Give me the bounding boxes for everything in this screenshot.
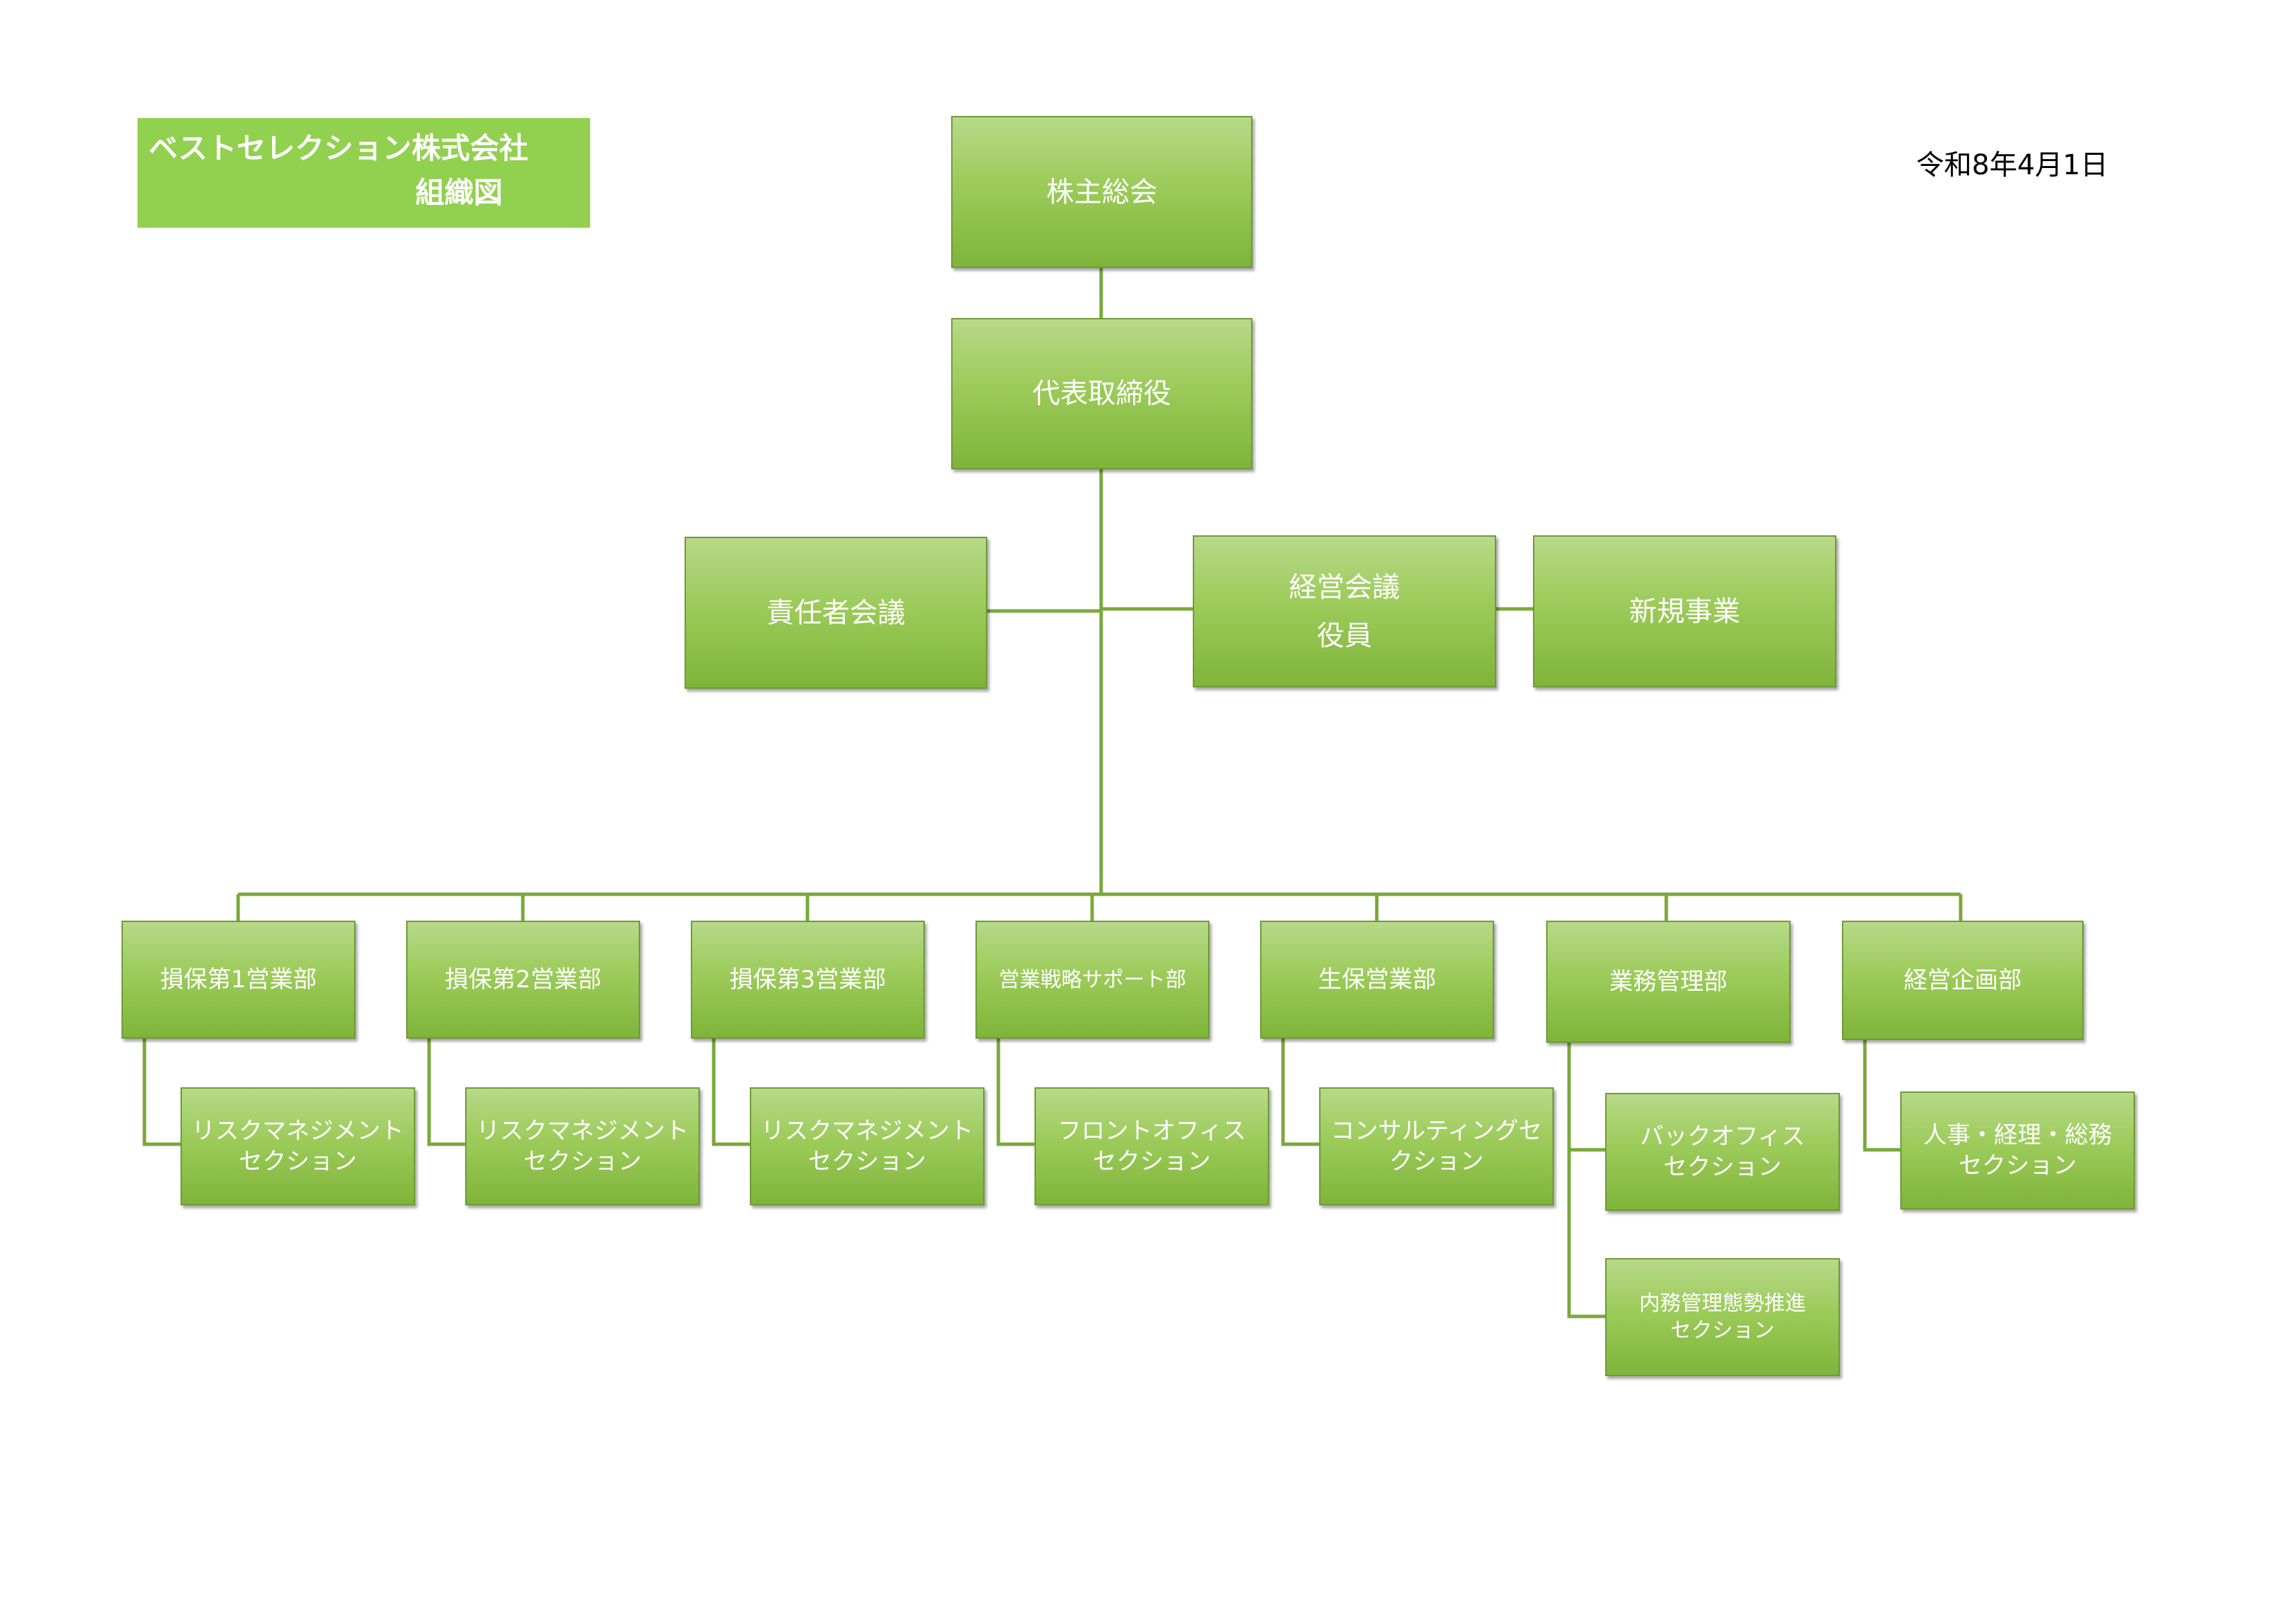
management-meeting-node[interactable]: 経営会議 役員 — [1193, 535, 1496, 687]
dept-life-sales-node[interactable]: 生保営業部 — [1260, 921, 1494, 1039]
node-label-line2: セクション — [808, 1148, 926, 1175]
dept-nonlife-1-node[interactable]: 損保第1営業部 — [121, 921, 355, 1039]
node-label: 新規事業 — [1629, 595, 1741, 628]
node-label: 株主総会 — [1046, 176, 1157, 208]
node-label-line1: リスクマネジメント — [476, 1116, 689, 1145]
section-front-office-node[interactable]: フロントオフィス セクション — [1034, 1087, 1269, 1205]
section-back-office-node[interactable]: バックオフィス セクション — [1605, 1093, 1840, 1211]
connector — [142, 1039, 181, 1146]
node-label: 営業戦略サポート部 — [998, 967, 1187, 992]
node-label-line1: フロントオフィス — [1057, 1116, 1246, 1145]
connector — [1567, 1043, 1605, 1319]
node-label: 損保第3営業部 — [729, 965, 887, 994]
section-risk-2-node[interactable]: リスクマネジメント セクション — [465, 1087, 700, 1205]
section-risk-1-node[interactable]: リスクマネジメント セクション — [181, 1087, 415, 1205]
ceo-node[interactable]: 代表取締役 — [951, 318, 1252, 469]
connector — [996, 1039, 1034, 1146]
dept-operations-node[interactable]: 業務管理部 — [1546, 921, 1791, 1043]
responsible-meeting-node[interactable]: 責任者会議 — [685, 537, 987, 689]
node-label-line1: リスクマネジメント — [761, 1116, 973, 1145]
node-label-line1: 内務管理態勢推進 — [1639, 1291, 1806, 1316]
date-label: 令和8年4月1日 — [1916, 149, 2109, 181]
company-title-box: ベストセレクション株式会社 組織図 — [137, 118, 590, 228]
section-risk-3-node[interactable]: リスクマネジメント セクション — [750, 1087, 984, 1205]
chart-title: 組織図 — [415, 176, 503, 210]
node-label-line2: セクション — [523, 1148, 642, 1175]
connector — [1863, 1040, 1900, 1152]
dept-nonlife-3-node[interactable]: 損保第3営業部 — [691, 921, 925, 1039]
dept-corporate-planning-node[interactable]: 経営企画部 — [1842, 921, 2084, 1040]
connector — [712, 1039, 750, 1146]
node-label: 責任者会議 — [766, 596, 905, 629]
node-label: 損保第2営業部 — [444, 965, 602, 994]
new-business-node[interactable]: 新規事業 — [1533, 535, 1836, 687]
node-label: 業務管理部 — [1609, 967, 1727, 996]
section-internal-control-node[interactable]: 内務管理態勢推進 セクション — [1605, 1258, 1840, 1376]
node-label-line2: セクション — [1670, 1319, 1775, 1343]
node-label: 生保営業部 — [1318, 965, 1436, 994]
shareholders-meeting-node[interactable]: 株主総会 — [951, 116, 1252, 268]
company-name: ベストセレクション株式会社 — [149, 131, 528, 165]
node-label-line2: 役員 — [1316, 619, 1373, 652]
section-consulting-node[interactable]: コンサルティングセ クション — [1319, 1087, 1554, 1205]
node-label-line1: バックオフィス — [1640, 1122, 1805, 1150]
node-label-line1: リスクマネジメント — [192, 1116, 404, 1145]
node-label-line2: セクション — [1664, 1153, 1782, 1181]
node-label-line2: クション — [1389, 1148, 1484, 1175]
connector — [1281, 1039, 1319, 1146]
dept-nonlife-2-node[interactable]: 損保第2営業部 — [406, 921, 640, 1039]
connector — [427, 1039, 465, 1146]
node-label-line1: 経営会議 — [1289, 571, 1400, 603]
node-label: 経営企画部 — [1904, 966, 2022, 994]
node-label: 代表取締役 — [1032, 378, 1171, 410]
node-label-line2: セクション — [1959, 1152, 2077, 1180]
node-label: 損保第1営業部 — [160, 965, 317, 994]
section-hr-accounting-node[interactable]: 人事・経理・総務 セクション — [1900, 1091, 2135, 1209]
node-label-line2: セクション — [1093, 1148, 1211, 1175]
node-label-line1: コンサルティングセ — [1331, 1116, 1542, 1145]
node-label-line1: 人事・経理・総務 — [1923, 1121, 2112, 1149]
dept-sales-strategy-node[interactable]: 営業戦略サポート部 — [975, 921, 1209, 1039]
node-label-line2: セクション — [239, 1148, 357, 1175]
